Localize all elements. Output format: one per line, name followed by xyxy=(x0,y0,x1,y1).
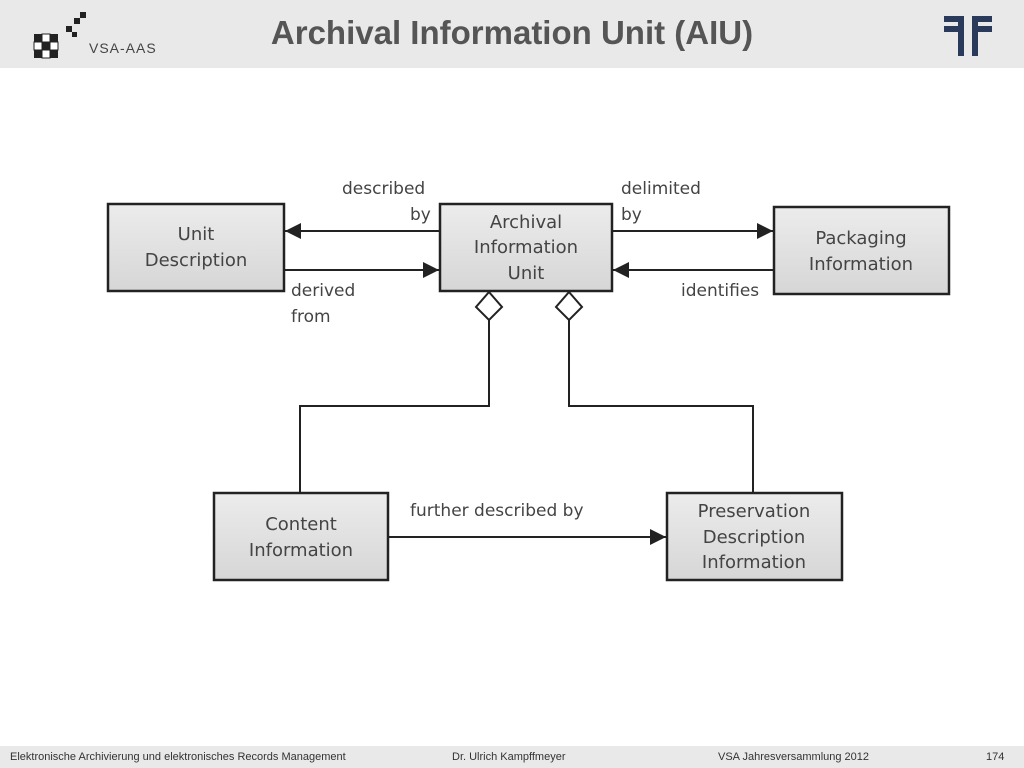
footer-course: Elektronische Archivierung und elektroni… xyxy=(10,751,346,763)
logo-text: VSA-AAS xyxy=(89,40,157,56)
label-delimited: delimited xyxy=(621,179,701,199)
node-label: Preservation xyxy=(698,501,811,522)
vsa-aas-logo xyxy=(33,12,86,59)
node-label: Information xyxy=(474,237,578,258)
label-by: by xyxy=(410,205,431,225)
page-number: 174 xyxy=(986,751,1005,763)
footer-event: VSA Jahresversammlung 2012 xyxy=(718,751,870,763)
label-further-described-by: further described by xyxy=(410,501,584,521)
aiu-diagram: Unit Description Archival Information Un… xyxy=(106,179,951,582)
node-preservation-description-information: Preservation Description Information xyxy=(665,491,844,582)
node-unit-description: Unit Description xyxy=(106,202,286,293)
label-derived: derived xyxy=(291,281,355,301)
footer-author: Dr. Ulrich Kampffmeyer xyxy=(452,751,566,763)
brand-logo xyxy=(944,16,992,56)
node-label: Archival xyxy=(490,212,562,233)
header-bar: VSA-AAS Archival Information Unit (AIU) xyxy=(0,0,1024,68)
slide-title: Archival Information Unit (AIU) xyxy=(270,14,754,51)
aggregation-preservation xyxy=(554,290,754,493)
node-label: Content xyxy=(265,514,337,535)
node-label: Unit xyxy=(178,224,215,245)
label-described: described xyxy=(342,179,425,199)
label-from: from xyxy=(291,307,331,327)
node-label: Information xyxy=(249,540,353,561)
node-packaging-information: Packaging Information xyxy=(772,205,951,296)
node-label: Description xyxy=(145,250,248,271)
node-archival-information-unit: Archival Information Unit xyxy=(438,202,614,293)
label-by: by xyxy=(621,205,642,225)
node-label: Unit xyxy=(508,263,545,284)
node-label: Description xyxy=(703,527,806,548)
node-content-information: Content Information xyxy=(212,491,390,582)
footer-bar: Elektronische Archivierung und elektroni… xyxy=(0,746,1024,768)
node-label: Information xyxy=(809,254,913,275)
node-label: Information xyxy=(702,552,806,573)
label-identifies: identifies xyxy=(681,281,759,301)
aggregation-content xyxy=(299,290,504,493)
node-label: Packaging xyxy=(815,228,906,249)
